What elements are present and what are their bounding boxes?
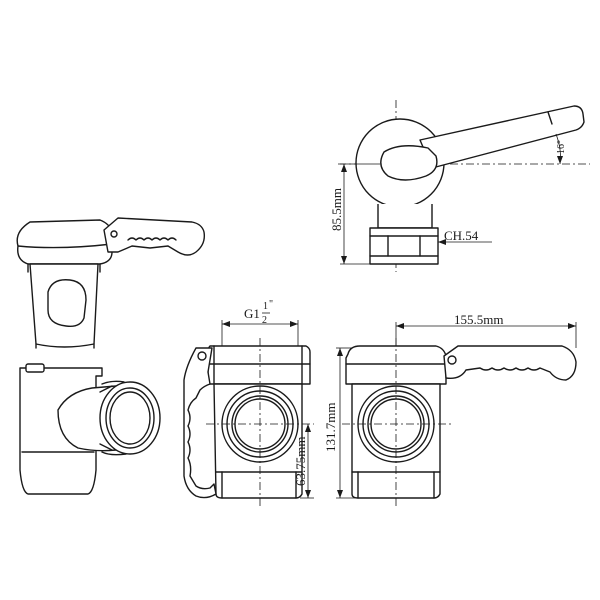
perspective-upper-body bbox=[29, 263, 99, 349]
perspective-view bbox=[16, 217, 206, 495]
total-height-label: 131.7mm bbox=[323, 403, 338, 452]
angle-label: 16° bbox=[556, 140, 567, 154]
perspective-lid bbox=[16, 217, 206, 273]
handle-length-label: 155.5mm bbox=[454, 312, 503, 327]
height-dimension-label: 85.5mm bbox=[329, 188, 344, 231]
thread-inch-mark: " bbox=[269, 299, 273, 310]
perspective-lower-body bbox=[19, 363, 161, 495]
side-view: 155.5mm 131.7mm bbox=[323, 312, 577, 506]
thread-fraction-num: 1 bbox=[263, 301, 268, 312]
axis-height-label: 63.75mm bbox=[293, 437, 308, 486]
thread-label: G1 bbox=[244, 306, 260, 321]
thread-fraction-den: 2 bbox=[262, 315, 267, 326]
top-right-view: 85.5mm CH.54 16° bbox=[329, 100, 590, 272]
front-view: G1 1 2 " 63.75mm bbox=[183, 299, 314, 506]
hex-size-label: CH.54 bbox=[444, 228, 479, 243]
